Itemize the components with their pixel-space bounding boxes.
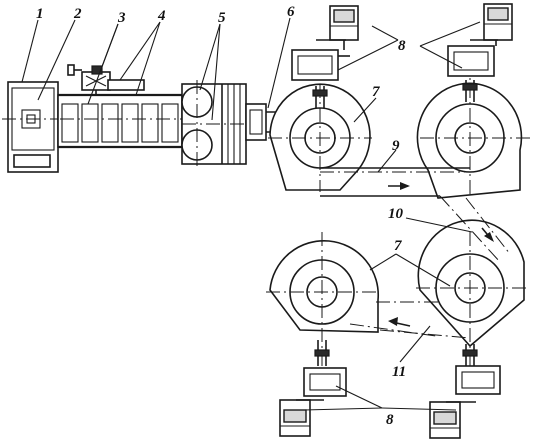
extruder-drive bbox=[2, 81, 70, 173]
label-6: 6 bbox=[287, 4, 295, 20]
label-10: 10 bbox=[388, 206, 404, 222]
drum-unit-lower-right bbox=[416, 219, 530, 380]
label-1: 1 bbox=[36, 6, 44, 22]
flow-arrows bbox=[388, 182, 494, 327]
drum-unit-lower-left bbox=[266, 232, 380, 380]
gear-motor-upper-left bbox=[291, 5, 359, 81]
label-8-upper: 8 bbox=[398, 38, 406, 54]
label-9: 9 bbox=[392, 138, 400, 154]
label-2: 2 bbox=[73, 6, 82, 22]
label-4: 4 bbox=[157, 8, 166, 24]
extruder-barrel bbox=[57, 93, 190, 149]
drum-unit-upper-right bbox=[416, 60, 530, 199]
label-5: 5 bbox=[218, 10, 226, 26]
film-path bbox=[320, 167, 511, 339]
label-11: 11 bbox=[392, 364, 406, 380]
label-7-lower: 7 bbox=[394, 238, 402, 254]
label-3: 3 bbox=[117, 10, 126, 26]
extrusion-head bbox=[181, 80, 247, 168]
label-7-upper: 7 bbox=[372, 84, 380, 100]
leader-lines bbox=[21, 17, 481, 411]
gear-motor-lower-right bbox=[429, 365, 501, 439]
drum-unit-upper-left bbox=[268, 60, 372, 192]
label-8-lower: 8 bbox=[386, 412, 394, 428]
gear-motor-lower-left bbox=[279, 367, 347, 437]
feed-hopper bbox=[67, 64, 145, 95]
